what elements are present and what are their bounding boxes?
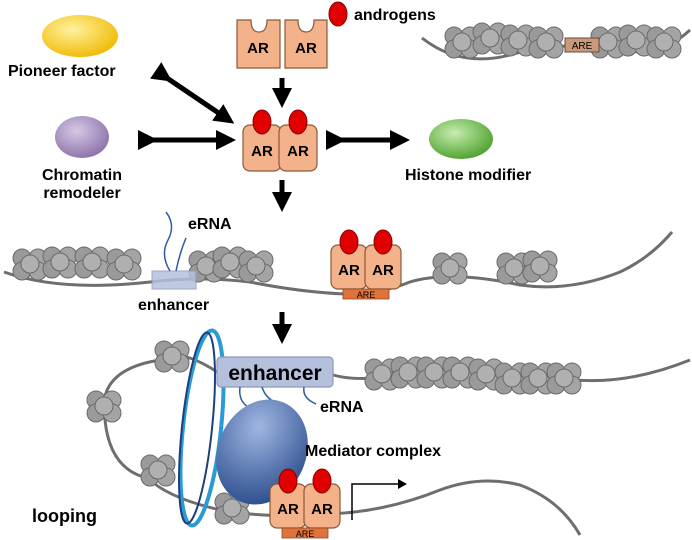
compact-chromatin-top: ARE [421, 22, 692, 61]
pioneer-factor-icon [42, 15, 118, 57]
enhancer-label-large: enhancer [228, 362, 321, 385]
enhancer-small: eRNA enhancer [138, 211, 232, 314]
ar-label: AR [295, 40, 317, 57]
androgen-icon [328, 1, 348, 27]
are-label: ARE [296, 529, 315, 539]
androgen-icon [373, 229, 393, 255]
mediator-complex-label: Mediator complex [305, 443, 441, 460]
ar-dimer-on-are: AR AR ARE [330, 229, 402, 300]
tss-arrow-icon [351, 483, 398, 520]
ar-label: AR [338, 262, 360, 279]
ar-dimer-bottom: AR AR ARE [269, 468, 341, 539]
erna-label-top: eRNA [188, 216, 232, 233]
androgen-icon [339, 229, 359, 255]
looping-label: looping [32, 506, 97, 526]
ar-label: AR [311, 501, 333, 518]
androgens-label: androgens [354, 7, 436, 24]
ar-monomer-left: AR [236, 19, 281, 69]
ar-label: AR [251, 143, 273, 160]
ar-dimer-center: AR AR [242, 109, 318, 172]
chromatin-loop [86, 340, 691, 536]
ar-monomer-right: AR [284, 19, 328, 69]
enhancer-label-small: enhancer [138, 297, 209, 314]
erna-label-bottom: eRNA [320, 399, 364, 416]
androgen-icon [312, 468, 332, 494]
ar-label: AR [372, 262, 394, 279]
double-arrow-icon [150, 62, 235, 124]
chromatin-remodeler-label-line1: Chromatin [42, 167, 122, 184]
tss-arrowhead-icon [398, 479, 407, 489]
pioneer-factor-label: Pioneer factor [8, 63, 116, 80]
ar-label: AR [277, 501, 299, 518]
androgen-icon [252, 109, 272, 135]
are-label: ARE [572, 41, 593, 52]
histone-modifier-label: Histone modifier [405, 167, 531, 184]
chromatin-remodeler-icon [55, 116, 109, 158]
ar-label: AR [287, 143, 309, 160]
histone-modifier-icon [429, 119, 493, 159]
androgen-icon [288, 109, 308, 135]
chromatin-remodeler-label-line2: remodeler [43, 185, 120, 202]
androgen-icon [278, 468, 298, 494]
ar-label: AR [247, 40, 269, 57]
loop-ring-inner-icon [178, 331, 216, 525]
are-label: ARE [357, 290, 376, 300]
